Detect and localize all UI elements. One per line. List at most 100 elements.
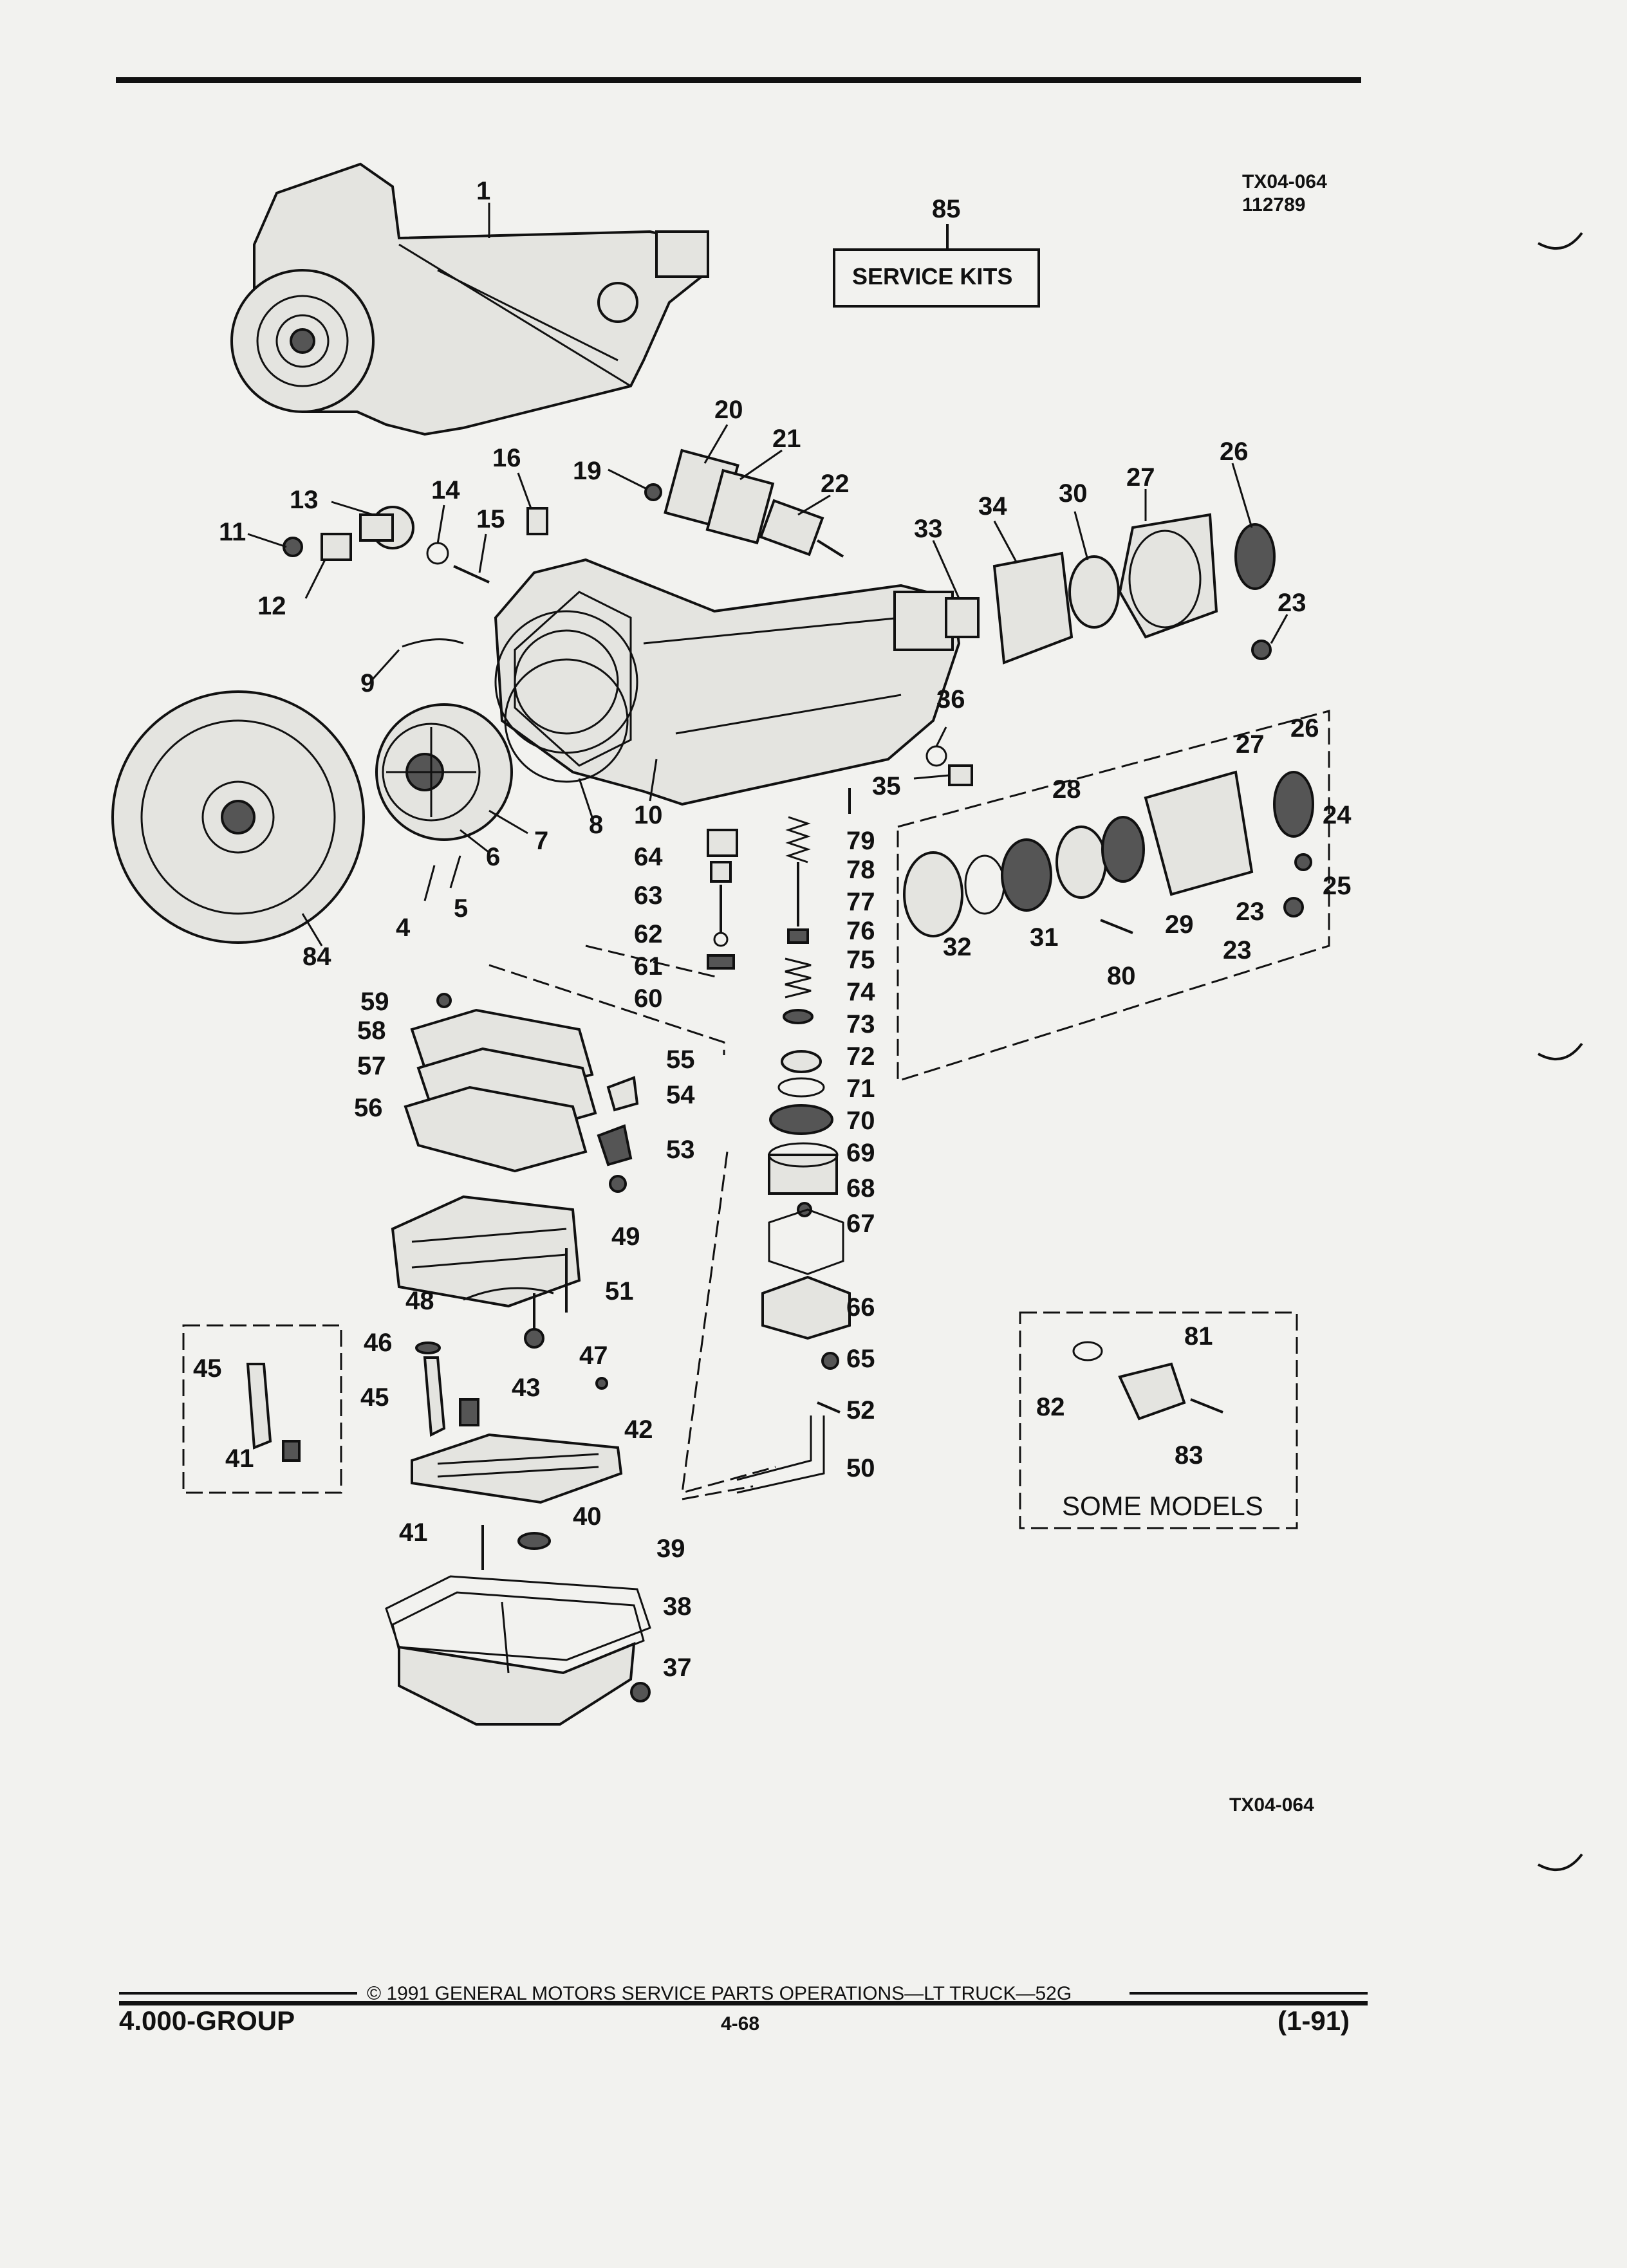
header-sub-code: 112789	[1242, 194, 1305, 216]
callout-68: 68	[846, 1174, 875, 1203]
callout-14: 14	[431, 476, 460, 504]
callout-15: 15	[476, 505, 505, 533]
callout-45b: 45	[193, 1354, 222, 1383]
service-kits-number: 85	[932, 195, 961, 223]
callout-13: 13	[290, 486, 319, 514]
callout-19: 19	[573, 457, 602, 485]
callout-56: 56	[354, 1094, 383, 1122]
callout-67: 67	[846, 1210, 875, 1238]
callout-10: 10	[634, 801, 663, 829]
callout-84: 84	[302, 943, 331, 971]
top-rule	[116, 77, 1361, 83]
callout-6: 6	[486, 843, 500, 871]
callout-30: 30	[1059, 479, 1088, 508]
footer-copyright: © 1991 GENERAL MOTORS SERVICE PARTS OPER…	[367, 1983, 1072, 2004]
torque-converter	[111, 690, 365, 944]
callout-8: 8	[589, 811, 603, 839]
callout-26b: 26	[1290, 714, 1319, 742]
callout-51: 51	[605, 1277, 634, 1305]
callout-29: 29	[1165, 910, 1194, 939]
some-models-box	[1019, 1311, 1298, 1529]
callout-71: 71	[846, 1074, 875, 1103]
callout-50: 50	[846, 1454, 875, 1482]
callout-36: 36	[936, 685, 965, 714]
callout-52: 52	[846, 1396, 875, 1424]
callout-24: 24	[1323, 801, 1352, 829]
callout-28: 28	[1052, 775, 1081, 804]
callout-9: 9	[360, 669, 375, 697]
callout-62: 62	[634, 920, 663, 948]
transmission-assembly	[230, 162, 709, 436]
oil-pan	[385, 1575, 651, 1726]
callout-79: 79	[846, 827, 875, 855]
callout-23a: 23	[1278, 589, 1306, 617]
callout-38: 38	[663, 1592, 692, 1621]
leader-lines	[247, 203, 1288, 946]
callout-7: 7	[534, 827, 548, 855]
callout-31: 31	[1030, 923, 1059, 952]
callout-72: 72	[846, 1042, 875, 1071]
callout-58: 58	[357, 1017, 386, 1045]
figure-code: TX04-064	[1229, 1794, 1314, 1816]
callout-64: 64	[634, 843, 663, 871]
callout-labels: 1 4 5 6 7 8 9 10 11 12 13 14 15 16 19 20…	[193, 177, 1352, 1682]
callout-21: 21	[772, 425, 801, 453]
callout-54: 54	[666, 1081, 695, 1109]
callout-43: 43	[512, 1374, 541, 1402]
callout-22: 22	[821, 470, 850, 498]
callout-82: 82	[1036, 1393, 1065, 1421]
callout-45a: 45	[360, 1383, 389, 1412]
callout-65: 65	[846, 1345, 875, 1373]
servo-stack	[707, 816, 851, 1370]
callout-20: 20	[714, 396, 743, 424]
callout-53: 53	[666, 1136, 695, 1164]
callout-83: 83	[1175, 1441, 1204, 1470]
callout-48: 48	[405, 1287, 434, 1315]
callout-5: 5	[454, 894, 468, 923]
callout-41a: 41	[399, 1518, 428, 1547]
callout-23b: 23	[1223, 936, 1252, 964]
callout-59: 59	[360, 988, 389, 1016]
callout-76: 76	[846, 917, 875, 945]
callout-39: 39	[656, 1535, 685, 1563]
header-code: TX04-064	[1242, 171, 1327, 192]
transmission-case	[494, 558, 961, 806]
callout-60: 60	[634, 984, 663, 1013]
callout-35: 35	[872, 772, 901, 800]
service-kits-label: SERVICE KITS	[852, 263, 1012, 290]
callout-80: 80	[1107, 962, 1136, 990]
callout-57: 57	[357, 1052, 386, 1080]
footer-date: (1-91)	[1278, 2005, 1350, 2036]
callout-63: 63	[634, 881, 663, 910]
callout-74: 74	[846, 978, 875, 1006]
callout-46: 46	[364, 1329, 393, 1357]
callout-77: 77	[846, 888, 875, 916]
callout-23c: 23	[1236, 898, 1265, 926]
callout-47: 47	[579, 1341, 608, 1370]
callout-49: 49	[611, 1222, 640, 1251]
callout-73: 73	[846, 1010, 875, 1038]
callout-37: 37	[663, 1654, 692, 1682]
callout-27a: 27	[1126, 463, 1155, 492]
callout-27b: 27	[1236, 730, 1265, 759]
callout-69: 69	[846, 1139, 875, 1167]
callout-70: 70	[846, 1107, 875, 1135]
some-models-label: SOME MODELS	[1062, 1491, 1263, 1521]
footer-group: 4.000-GROUP	[119, 2005, 295, 2036]
callout-33: 33	[914, 515, 943, 543]
callout-61: 61	[634, 952, 663, 981]
callout-75: 75	[846, 946, 875, 974]
valve-body	[391, 1195, 581, 1308]
callout-66: 66	[846, 1293, 875, 1322]
callout-42: 42	[624, 1415, 653, 1444]
callout-32: 32	[943, 933, 972, 961]
callout-41b: 41	[225, 1444, 254, 1473]
callout-81: 81	[1184, 1322, 1213, 1351]
callout-78: 78	[846, 856, 875, 884]
service-kits-box	[833, 248, 1040, 308]
callout-25: 25	[1323, 872, 1352, 900]
callout-16: 16	[492, 444, 521, 472]
callout-34: 34	[978, 492, 1007, 521]
